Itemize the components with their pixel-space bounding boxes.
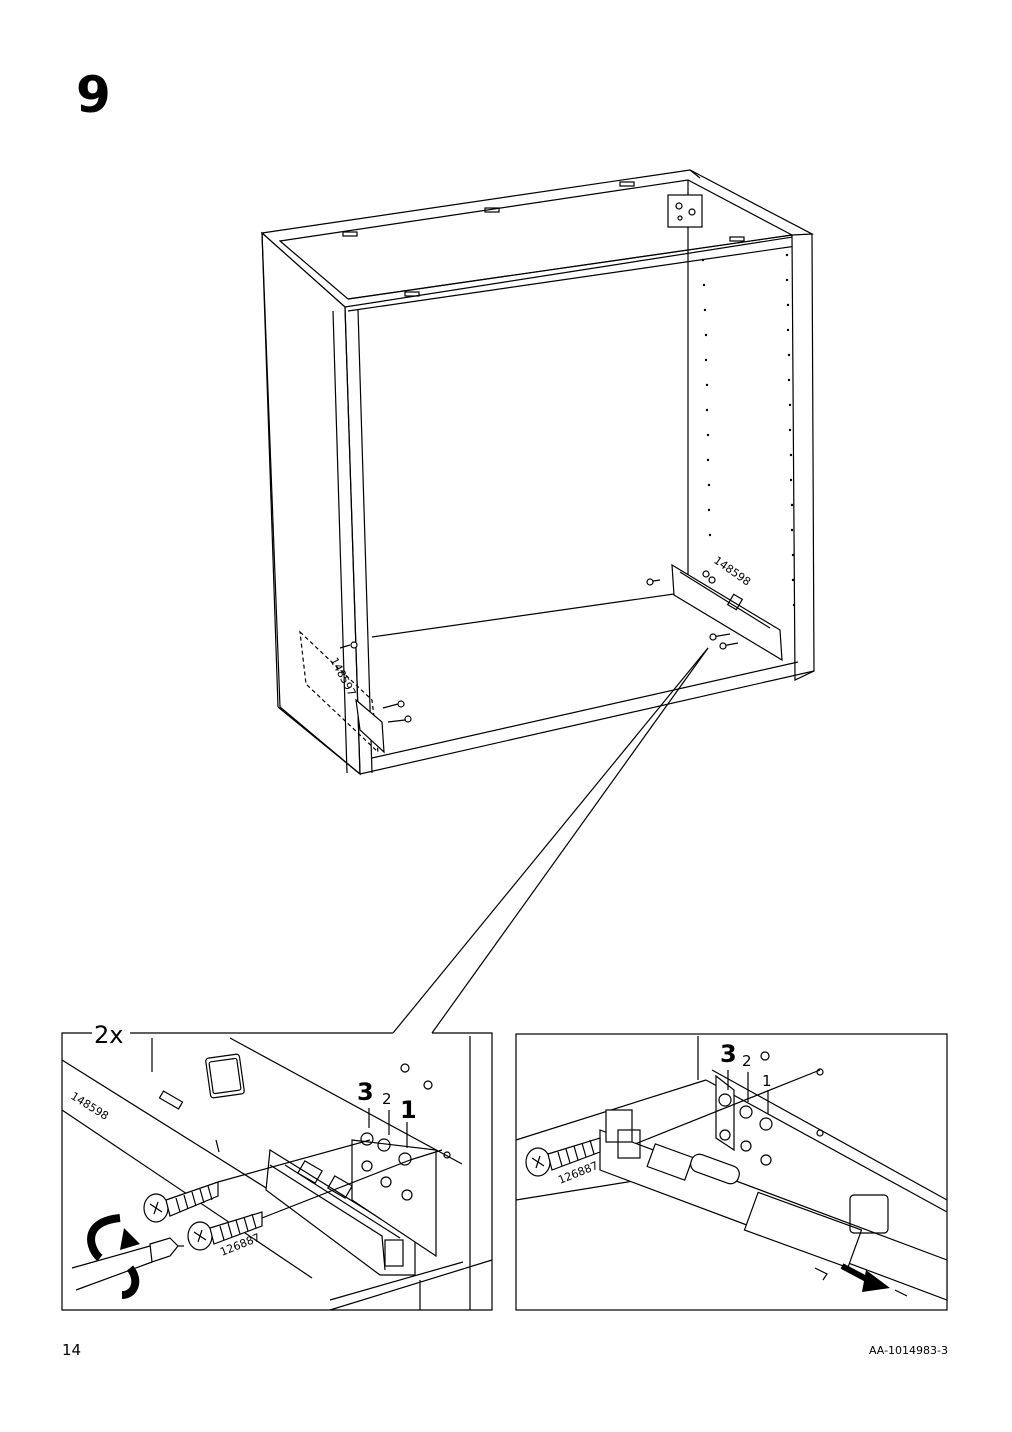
- right-rail-code: 148598: [711, 554, 753, 589]
- screw-icon: [525, 1137, 601, 1177]
- hole-label-2: 2: [742, 1052, 752, 1070]
- screwdriver-icon: [71, 1237, 184, 1291]
- zoom-callout: [392, 647, 709, 1034]
- detail-panel-left: 2x 3 2 1: [61, 1021, 493, 1311]
- step-number: 9: [76, 66, 111, 124]
- screw-icon: [187, 1211, 263, 1251]
- screw-icon: [143, 1181, 219, 1223]
- rail-code: 148598: [68, 1090, 111, 1123]
- detail-panel-right: 3 2 1 126887: [515, 1033, 948, 1311]
- hole-label-3: 3: [720, 1040, 737, 1068]
- hole-label-3: 3: [357, 1078, 374, 1106]
- shelf-pin-holes: [701, 253, 796, 607]
- quantity-label: 2x: [94, 1021, 123, 1049]
- page-number: 14: [62, 1341, 82, 1359]
- cabinet-frame: [260, 169, 815, 776]
- rotate-arrow-icon: [87, 1214, 140, 1299]
- hole-label-1: 1: [762, 1072, 772, 1090]
- hole-label-2: 2: [382, 1090, 392, 1108]
- arrow-right-icon: [840, 1263, 890, 1292]
- document-code: AA-1014983-3: [868, 1344, 948, 1357]
- hole-label-1: 1: [400, 1096, 417, 1124]
- right-rail-overview: 148598: [646, 554, 783, 662]
